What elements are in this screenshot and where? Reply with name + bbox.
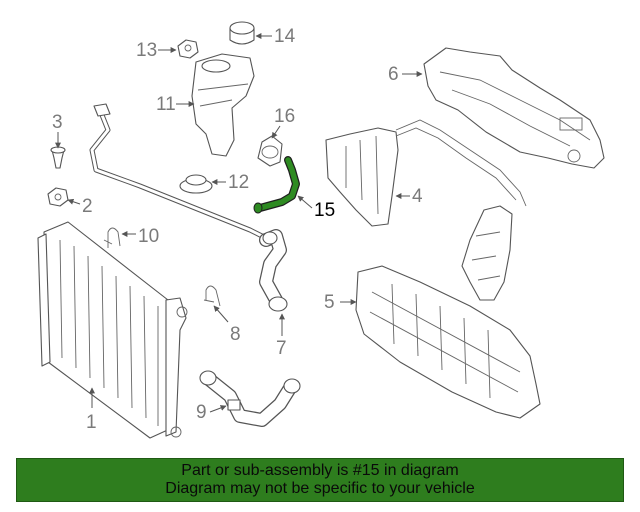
callout-8: 8 xyxy=(230,324,241,345)
hose-assembly-part-9[interactable] xyxy=(199,370,301,427)
callout-16: 16 xyxy=(274,106,295,127)
callout-4: 4 xyxy=(412,186,423,207)
grommet-part-12[interactable] xyxy=(179,174,213,194)
callout-10: 10 xyxy=(138,226,159,247)
callout-3: 3 xyxy=(52,112,63,133)
callout-5: 5 xyxy=(324,292,335,313)
clamp-part-16[interactable] xyxy=(257,135,283,167)
callout-11: 11 xyxy=(156,94,176,115)
callout-9: 9 xyxy=(196,402,207,423)
clip-part-8[interactable] xyxy=(203,285,221,307)
air-deflector-part-6[interactable] xyxy=(423,47,605,169)
callout-1: 1 xyxy=(86,412,97,433)
frame-rod xyxy=(395,119,527,207)
callout-12: 12 xyxy=(228,172,249,193)
cap-part-13[interactable] xyxy=(177,39,199,59)
louver-frame-part-5[interactable] xyxy=(355,265,541,419)
callout-14: 14 xyxy=(274,26,296,47)
callout-6: 6 xyxy=(388,64,399,85)
radiator-part-1[interactable] xyxy=(37,221,188,439)
callout-15: 15 xyxy=(314,200,335,221)
callout-13: 13 xyxy=(136,40,157,61)
hose-part-15-highlighted[interactable] xyxy=(253,156,300,214)
expansion-tank-part-11[interactable] xyxy=(191,53,255,157)
shroud-bracket-part-4[interactable] xyxy=(325,127,399,227)
push-clip-part-3[interactable] xyxy=(50,146,66,169)
side-bracket-part[interactable] xyxy=(461,205,513,301)
parts-diagram: 1 2 3 4 5 6 7 8 9 10 11 12 13 14 15 16 xyxy=(37,21,605,439)
banner-line-1: Part or sub-assembly is #15 in diagram xyxy=(181,462,459,479)
coolant-pipe[interactable] xyxy=(89,103,269,241)
callout-2: 2 xyxy=(82,196,93,217)
nut-part-2[interactable] xyxy=(47,187,69,207)
lower-hose-part-7[interactable] xyxy=(259,229,288,312)
mount-part-14[interactable] xyxy=(229,21,255,45)
banner-line-2: Diagram may not be specific to your vehi… xyxy=(165,480,475,497)
info-banner: Part or sub-assembly is #15 in diagram D… xyxy=(16,458,624,502)
clip-part-10[interactable] xyxy=(103,227,121,248)
frame-rod-2 xyxy=(395,127,517,201)
callout-7: 7 xyxy=(276,338,287,359)
leader-lines xyxy=(55,33,423,413)
